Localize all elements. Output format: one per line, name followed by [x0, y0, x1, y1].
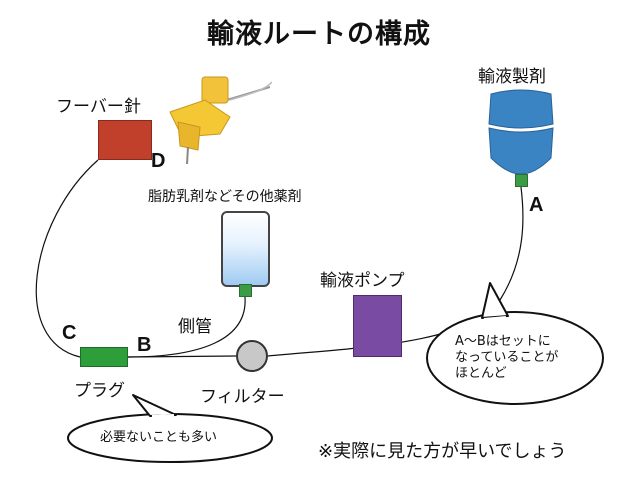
plug-note: 必要ないことも多い	[100, 430, 218, 445]
set-note-line-1: A〜Bはセットに	[455, 334, 551, 349]
pump-label: 輸液ポンプ	[320, 271, 405, 291]
filter-label: フィルター	[200, 387, 285, 407]
plug-connector	[80, 347, 128, 367]
diagram-title: 輸液ルートの構成	[207, 19, 431, 50]
speech-bubble-set	[426, 282, 604, 405]
lipid-label: 脂肪乳剤などその他薬剤	[148, 189, 302, 205]
tube-plug-to-filter	[127, 355, 237, 358]
iv-bag-icon	[488, 89, 554, 175]
iv-bag-label: 輸液製剤	[478, 67, 546, 87]
tube-needle-to-plug	[35, 159, 99, 358]
footer-note: ※実際に見た方が早いでしょう	[318, 441, 567, 462]
point-d-label: D	[151, 150, 166, 172]
huber-needle-pad	[98, 120, 152, 160]
point-c-label: C	[62, 322, 77, 344]
point-a-label: A	[529, 194, 544, 216]
bottle-connector	[239, 284, 252, 297]
in-line-filter	[236, 340, 268, 372]
set-note-line-3: ほとんど	[455, 366, 507, 381]
point-b-label: B	[137, 334, 152, 356]
speech-bubble-plug	[67, 394, 273, 463]
infusion-pump	[353, 295, 402, 357]
huber-needle-label: フーバー針	[56, 97, 141, 117]
set-note-line-2: なっていることが	[455, 350, 559, 365]
plug-label: プラグ	[74, 381, 125, 401]
side-tube-label: 側管	[178, 317, 212, 337]
huber-needle-icon	[169, 76, 272, 165]
side-drug-bottle	[221, 211, 270, 287]
bag-connector	[515, 174, 528, 187]
